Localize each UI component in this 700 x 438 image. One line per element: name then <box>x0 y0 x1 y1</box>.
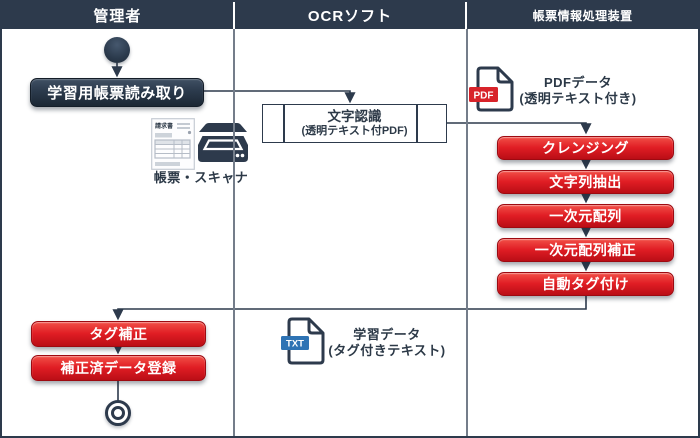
recognition-title: 文字認識 <box>327 109 382 125</box>
step-auto-tagging: 自動タグ付け <box>497 272 674 296</box>
end-node-inner-ring <box>111 406 125 420</box>
end-node <box>105 400 131 426</box>
step-string-extraction: 文字列抽出 <box>497 170 674 194</box>
txt-file-icon: TXT <box>281 317 325 365</box>
step-one-dim-array: 一次元配列 <box>497 204 674 228</box>
invoice-document-icon: 請求書 <box>151 118 195 170</box>
step-read-training-forms: 学習用帳票読み取り <box>30 78 204 107</box>
pdf-data-line2: (透明テキスト付き) <box>519 90 637 106</box>
training-data-line1: 学習データ <box>353 327 421 342</box>
pdf-data-line1: PDFデータ <box>543 75 612 90</box>
process-box-left-bar <box>283 105 285 142</box>
lane-header-admin: 管理者 <box>2 2 233 29</box>
start-node <box>104 37 130 63</box>
step-character-recognition: 文字認識 (透明テキスト付PDF) <box>262 104 447 143</box>
txt-badge-text: TXT <box>286 339 304 350</box>
lane-headers: 管理者 OCRソフト 帳票情報処理装置 <box>2 2 698 29</box>
recognition-subtitle: (透明テキスト付PDF) <box>301 124 408 137</box>
connector-recognition-to-cleansing <box>447 122 592 135</box>
scanner-icon <box>198 123 248 162</box>
pdf-data-caption: PDFデータ (透明テキスト付き) <box>513 75 643 106</box>
training-data-line2: (タグ付きテキスト) <box>328 342 446 358</box>
training-data-caption: 学習データ (タグ付きテキスト) <box>328 327 446 358</box>
scanner-caption: 帳票・スキャナ <box>153 170 249 185</box>
lane-header-form-processor: 帳票情報処理装置 <box>467 2 698 29</box>
pdf-badge-text: PDF <box>474 91 494 102</box>
lane-header-ocr-software: OCRソフト <box>234 2 466 29</box>
step-cleansing: クレンジング <box>497 136 674 160</box>
invoice-title-text: 請求書 <box>155 122 173 130</box>
pdf-file-icon: PDF <box>469 66 514 112</box>
step-tag-correction: タグ補正 <box>31 321 206 347</box>
connector-read-to-recognition <box>204 90 356 104</box>
step-one-dim-array-correction: 一次元配列補正 <box>497 238 674 262</box>
step-register-corrected-data: 補正済データ登録 <box>31 355 206 381</box>
connector-autotag-to-tagfix <box>112 296 587 321</box>
process-box-right-bar <box>416 105 418 142</box>
